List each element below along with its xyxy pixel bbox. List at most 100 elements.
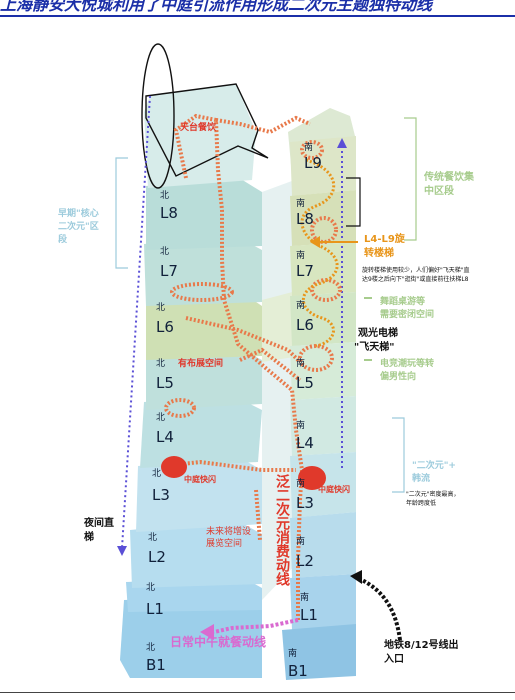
south-l6-label: L6	[296, 316, 314, 334]
sightseeing-elevator-line2: "飞天梯"	[354, 340, 394, 353]
title-rule	[0, 15, 515, 17]
north-l7-dir: 北	[160, 246, 169, 257]
north-l8-dir: 北	[160, 190, 169, 201]
south-floor-l9	[290, 136, 356, 196]
sightseeing-elevator-line1: 观光电梯	[358, 326, 398, 339]
north-l5-label: L5	[156, 374, 174, 392]
south-floor-l6	[290, 292, 356, 346]
atrium-flash-south-marker	[298, 466, 326, 490]
night-elevator-line2: 梯	[84, 530, 94, 543]
dance-games-line2: 需要密闭空间	[380, 308, 434, 320]
early-core-line2: 二次元"区	[58, 220, 99, 232]
electronic-trends-line1: 电竞潮玩等转	[380, 357, 434, 369]
rooftop-outline	[141, 43, 269, 189]
north-floor-labels: 北 L8 北 L7 北 L6 北 L5 北 L4 北 L3 北 L2 北 L1 …	[146, 190, 178, 674]
south-floor-l4	[290, 396, 356, 456]
spiral-escalator-path	[300, 158, 339, 348]
acg-note-line1: "二次元"密度最高，	[406, 490, 460, 498]
south-tower	[282, 108, 356, 680]
metro-line2: 入口	[384, 653, 404, 665]
early-core-line3: 段	[58, 233, 68, 245]
south-b1-dir: 南	[288, 647, 297, 659]
south-l4-dir: 南	[296, 419, 305, 431]
south-l2-dir: 南	[296, 535, 305, 547]
south-l7-dir: 南	[296, 249, 305, 261]
south-roof-outline	[346, 177, 361, 227]
spiral-note-line2: 达9楼之后向下"逛街"或直接前往扶梯L8	[362, 275, 469, 283]
pan-acg-flow-path	[163, 113, 311, 620]
traditional-dining-line2: 中区段	[424, 184, 454, 197]
south-floor-l2	[290, 512, 356, 578]
north-l8-label: L8	[160, 204, 178, 222]
north-l4-dir: 北	[156, 412, 165, 423]
south-l8-dir: 南	[296, 197, 305, 209]
south-l5-label: L5	[296, 374, 314, 392]
south-l4-label: L4	[296, 434, 314, 452]
north-l5-dir: 北	[156, 358, 165, 369]
south-floor-labels: 南 L9 南 L8 南 L7 南 L6 南 L5 南 L4 南 L3 南 L2 …	[288, 141, 322, 680]
early-core-line1: 早期"核心	[58, 207, 99, 219]
north-floor-l5	[146, 346, 262, 410]
acg-hanliu-bracket	[392, 417, 405, 493]
atrium-flash-north-label: 中庭快闪	[184, 474, 216, 484]
atrium-flash-north-marker	[161, 456, 187, 478]
south-l7-label: L7	[296, 262, 314, 280]
north-l1-dir: 北	[146, 582, 155, 593]
daily-lunch-flow-label: 日常中午就餐动线	[170, 634, 266, 649]
north-l3-dir: 北	[152, 468, 161, 479]
south-l3-dir: 南	[296, 477, 305, 489]
future-exhibition-line2: 展览空间	[206, 537, 242, 549]
lunch-flow-path	[200, 618, 299, 640]
north-roof	[144, 84, 256, 188]
acg-note-line2: 年龄跨度低	[406, 499, 436, 507]
south-l9-label: L9	[304, 154, 322, 172]
north-tower	[120, 84, 262, 678]
metro-line1: 地铁8/12号线出	[384, 638, 459, 651]
north-b1-label: B1	[146, 656, 166, 674]
north-l6-dir: 北	[156, 302, 165, 313]
page-title: 上海静安大悦城利用了中庭引流作用形成二次元主题独特动线	[0, 0, 433, 13]
north-l7-label: L7	[160, 262, 178, 280]
traditional-dining-line1: 传统餐饮集	[423, 170, 475, 183]
south-b1-label: B1	[288, 662, 308, 680]
north-floor-l4	[140, 396, 262, 468]
night-elevator-line	[117, 95, 151, 556]
acg-hanliu-line1: "二次元"+	[412, 459, 456, 471]
sightseeing-elevator-line	[337, 138, 347, 468]
traditional-dining-bracket	[404, 117, 417, 241]
metro-entrance-path	[350, 570, 402, 641]
spiral-escalator-line2: 转楼梯	[364, 246, 394, 259]
south-floor-b1	[282, 624, 356, 680]
south-l6-dir: 南	[296, 299, 305, 311]
south-l5-dir: 南	[296, 357, 305, 369]
north-l4-label: L4	[156, 428, 174, 446]
south-l1-label: L1	[300, 606, 318, 624]
south-floor-l8	[290, 190, 356, 246]
north-l1-label: L1	[146, 600, 164, 618]
electronic-trends-line2: 偏男性向	[380, 370, 416, 382]
south-floor-l5	[290, 342, 356, 400]
early-core-bracket	[115, 157, 128, 269]
night-elevator-line1: 夜间直	[83, 516, 114, 529]
spiral-note-line1: 旋转楼梯使用较少，人们偏好"飞天梯"直	[362, 266, 470, 274]
atrium-event-space-label: 有布展空间	[178, 357, 223, 369]
acg-hanliu-line2: 韩流	[412, 472, 430, 484]
south-floor-l1	[290, 574, 356, 630]
south-l2-label: L2	[296, 552, 314, 570]
north-floor-b1	[120, 596, 262, 678]
south-l8-label: L8	[296, 210, 314, 228]
north-l6-label: L6	[156, 318, 174, 336]
north-floor-l2	[130, 520, 262, 588]
future-exhibition-line1: 未来将增设	[206, 525, 251, 537]
north-l2-dir: 北	[148, 532, 157, 543]
north-l2-label: L2	[148, 548, 166, 566]
north-b1-dir: 北	[146, 642, 155, 653]
north-l3-label: L3	[152, 486, 170, 504]
bottom-rule	[0, 692, 515, 693]
spiral-escalator-line1: L4-L9旋	[364, 232, 406, 245]
annotations: 天台餐饮 有布展空间 中庭快闪 中庭快闪 未来将增设 展览空间 夜间直 梯 早期…	[58, 121, 475, 665]
rooftop-dining-label: 天台餐饮	[180, 121, 217, 133]
south-l9-dir: 南	[304, 141, 313, 153]
south-l3-label: L3	[296, 494, 314, 512]
